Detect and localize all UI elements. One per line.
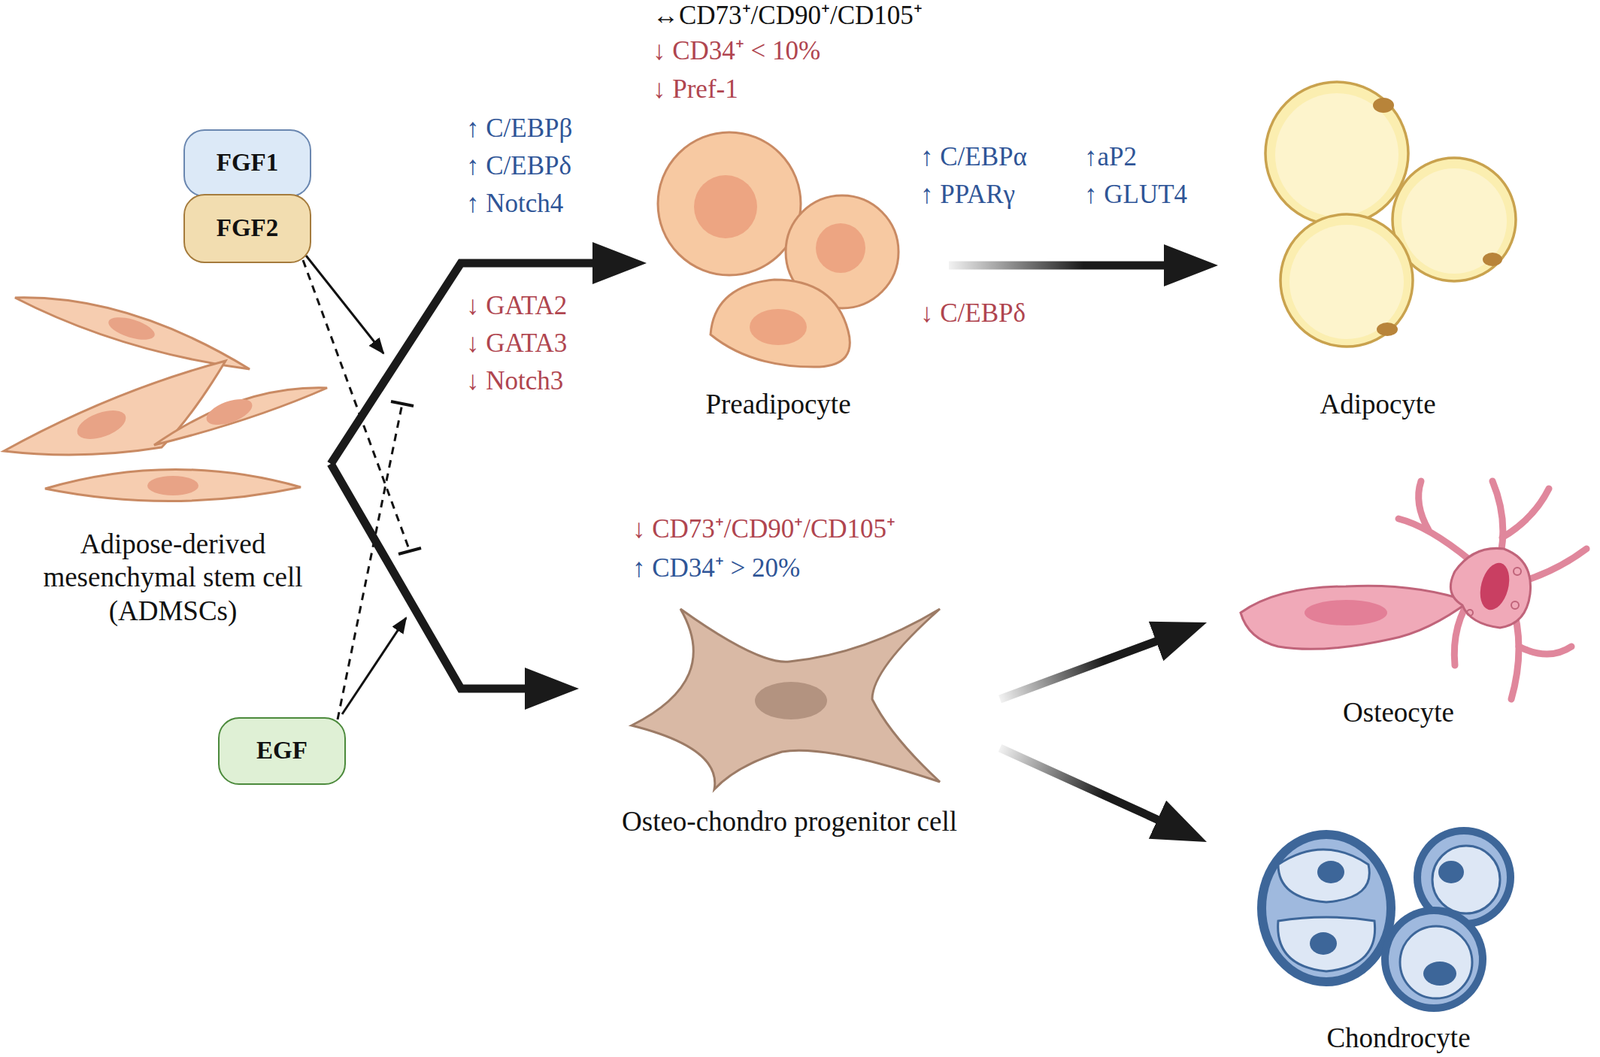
- lineage-arrow: [948, 261, 1176, 270]
- osteocyte-cells: [1240, 481, 1587, 700]
- cell-name: Adipocyte: [1319, 387, 1436, 422]
- factor-name: FGF2: [216, 213, 279, 244]
- marker-label: ↑ GLUT4: [1084, 178, 1188, 211]
- cell-name: Osteo-chondro progenitor cell: [621, 805, 958, 839]
- marker-label: ↑ C/EBPδ: [466, 150, 572, 182]
- cell-name: Osteocyte: [1342, 696, 1455, 730]
- marker-label: ↔CD73⁺/CD90⁺/CD105⁺: [652, 0, 923, 32]
- lineage-arrow: [330, 263, 604, 464]
- factor-name: FGF1: [216, 148, 279, 179]
- stem-cell-group: Adipose-derived mesenchymal stem cell (A…: [15, 285, 331, 628]
- preadipocyte-group: Preadipocyte: [646, 127, 910, 422]
- adipocyte-cells: [1265, 81, 1516, 347]
- cell-name: Preadipocyte: [705, 387, 851, 422]
- lineage-arrow: [1000, 637, 1167, 700]
- factor-box: EGF: [218, 717, 346, 785]
- factor-name: EGF: [256, 736, 308, 767]
- marker-label: ↓ CD73⁺/CD90⁺/CD105⁺: [632, 513, 896, 546]
- progenitor-cell: [631, 609, 940, 790]
- cell-name: Chondrocyte: [1326, 1021, 1470, 1055]
- factor-box: FGF1: [183, 129, 312, 197]
- marker-label: ↓ Pref-1: [652, 73, 739, 106]
- marker-label: ↑ C/EBPβ: [466, 112, 573, 145]
- marker-label: ↓ CD34⁺ < 10%: [652, 35, 821, 67]
- preadipocyte-cells: [657, 132, 899, 367]
- lineage-arrow: [330, 463, 537, 689]
- factor-box: FGF2: [183, 193, 312, 264]
- factor-lines: [303, 255, 422, 720]
- cell-name: Adipose-derived mesenchymal stem cell (A…: [22, 527, 324, 628]
- marker-label: ↓ C/EBPδ: [920, 297, 1026, 330]
- adipocyte-group: Adipocyte: [1218, 63, 1538, 422]
- marker-label: ↓ GATA3: [466, 327, 567, 360]
- marker-label: ↑ PPARγ: [920, 178, 1016, 211]
- progenitor-group: Osteo-chondro progenitor cell: [578, 593, 1000, 839]
- osteocyte-group: Osteocyte: [1206, 462, 1591, 730]
- marker-label: ↓ GATA2: [466, 290, 567, 322]
- admsc-cells: [3, 297, 328, 502]
- marker-label: ↑ Notch4: [466, 187, 564, 220]
- lineage-arrow: [1000, 748, 1168, 825]
- marker-label: ↑aP2: [1084, 141, 1137, 173]
- marker-label: ↑ CD34⁺ > 20%: [632, 552, 800, 585]
- marker-label: ↑ C/EBPα: [920, 141, 1028, 173]
- marker-label: ↓ Notch3: [466, 365, 564, 397]
- chondrocyte-cells: [1257, 827, 1515, 1013]
- chondrocyte-group: Chondrocyte: [1206, 823, 1591, 1055]
